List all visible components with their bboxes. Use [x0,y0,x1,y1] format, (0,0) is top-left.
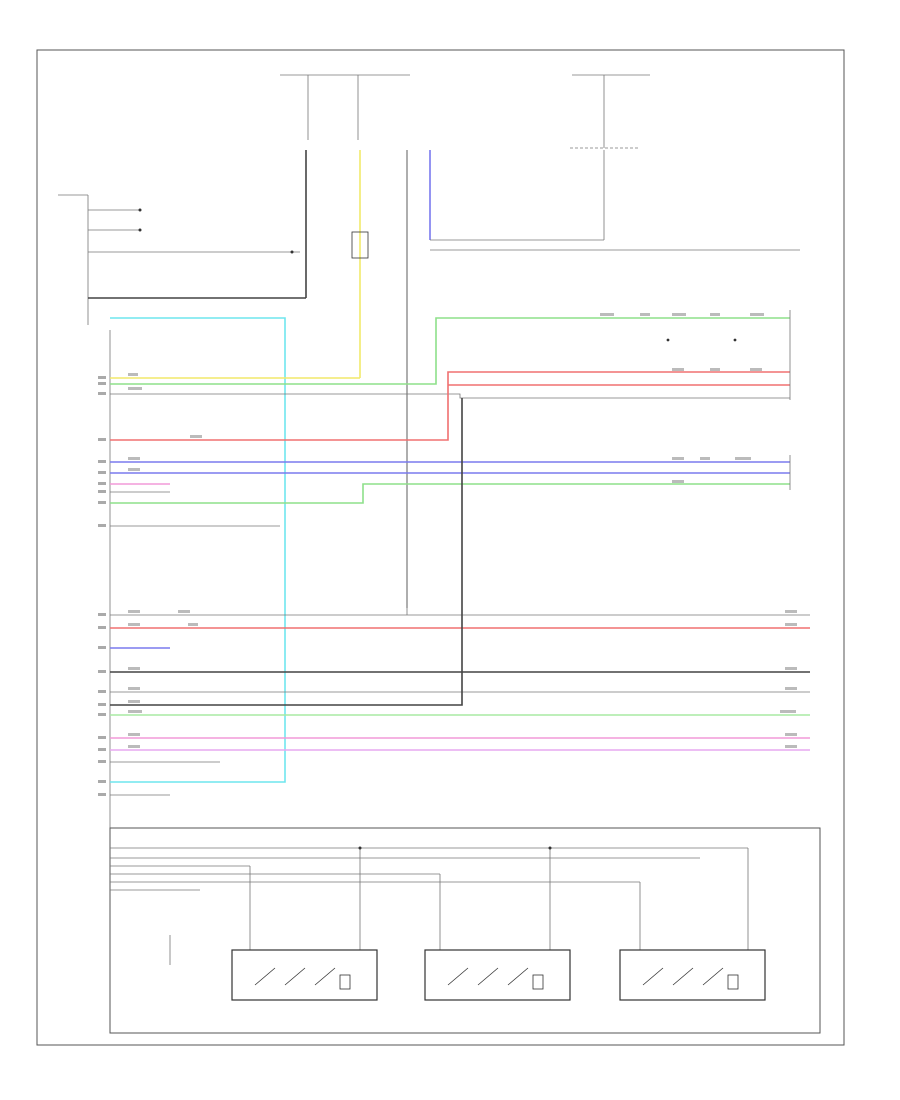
top-fuse-block [280,74,650,149]
wire-dark-705 [110,398,463,706]
switch-box-3 [619,949,766,1001]
right-connectors [666,310,791,490]
wire-green-right [110,317,790,385]
wire-cyan-loop [110,317,286,783]
wire-gray-right [110,393,790,399]
wire-green-lower [110,483,790,504]
wire-red-main [110,371,790,441]
wire-label-blocks [128,313,797,748]
switch-box-2 [424,949,571,1001]
page-frame [36,49,845,1046]
module-pin-markers [98,376,106,796]
upper-left-module [58,194,306,325]
switch-box-1 [231,949,378,1001]
bottom-switch-frame [109,827,821,1034]
